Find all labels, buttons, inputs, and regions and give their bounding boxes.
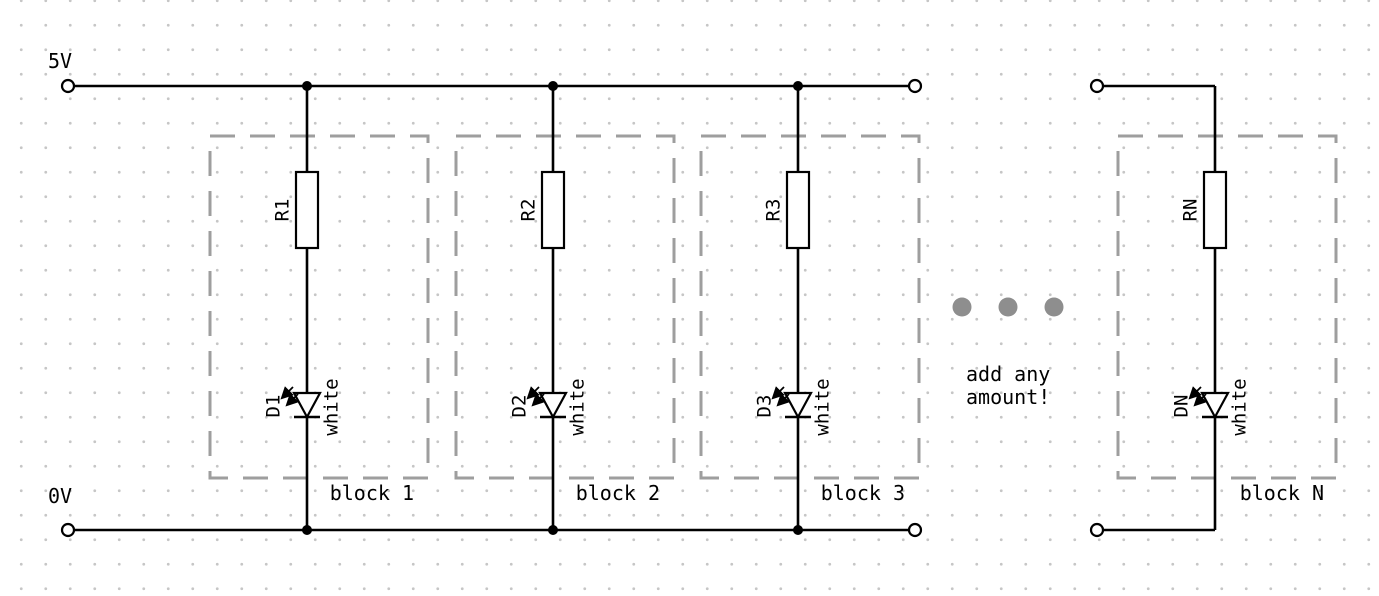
dot: [1044, 297, 1064, 317]
led-color-label: white: [567, 378, 589, 435]
led-emission-arrow: [285, 393, 299, 407]
dot: [952, 297, 972, 317]
led-color-label: white: [812, 378, 834, 435]
continuation-dots: [952, 297, 1064, 317]
dot: [998, 297, 1018, 317]
resistor-symbol: [294, 170, 320, 250]
terminal-5v-left: [60, 78, 76, 94]
led-label: D3: [754, 395, 776, 418]
block-label: block 2: [576, 481, 660, 505]
led-label: D2: [509, 395, 531, 418]
led-symbol: [783, 391, 813, 420]
terminal-0v-left: [60, 522, 76, 538]
resistor-symbol: [540, 170, 566, 250]
block-label: block 1: [330, 481, 414, 505]
block-label: block N: [1240, 481, 1324, 505]
led-emission-arrow: [771, 386, 785, 400]
led-emission-arrow: [526, 386, 540, 400]
block-2: R2 D2 white block 2: [454, 86, 676, 530]
block-3: R3 D3 white block 3: [699, 86, 921, 530]
resistor-symbol: [1202, 170, 1228, 250]
led-label: DN: [1171, 395, 1193, 418]
block-label: block 3: [821, 481, 905, 505]
led-symbol: [538, 391, 568, 420]
led-emission-arrow: [1193, 393, 1207, 407]
block-n: RN DN white block N: [1116, 86, 1338, 530]
annotation-line-2: amount!: [966, 385, 1050, 409]
led-color-label: white: [1229, 378, 1251, 435]
led-emission-arrow: [1188, 386, 1202, 400]
led-symbol: [292, 391, 322, 420]
resistor-symbol: [785, 170, 811, 250]
block-1: R1 D1 white block 1: [208, 86, 430, 530]
led-emission-arrow: [531, 393, 545, 407]
terminal-0v-block-n: [1089, 522, 1105, 538]
resistor-label: R1: [272, 199, 294, 222]
led-symbol: [1200, 391, 1230, 420]
annotation-line-1: add any: [966, 362, 1050, 386]
rail-0v-label: 0V: [48, 484, 72, 508]
led-color-label: white: [321, 378, 343, 435]
resistor-label: RN: [1180, 199, 1202, 222]
rail-5v-label: 5V: [48, 49, 72, 73]
led-emission-arrow: [776, 393, 790, 407]
terminal-5v-right: [907, 78, 923, 94]
led-label: D1: [263, 395, 285, 418]
resistor-label: R3: [763, 199, 785, 222]
resistor-label: R2: [518, 199, 540, 222]
terminal-0v-right: [907, 522, 923, 538]
terminal-5v-block-n: [1089, 78, 1105, 94]
led-emission-arrow: [280, 386, 294, 400]
